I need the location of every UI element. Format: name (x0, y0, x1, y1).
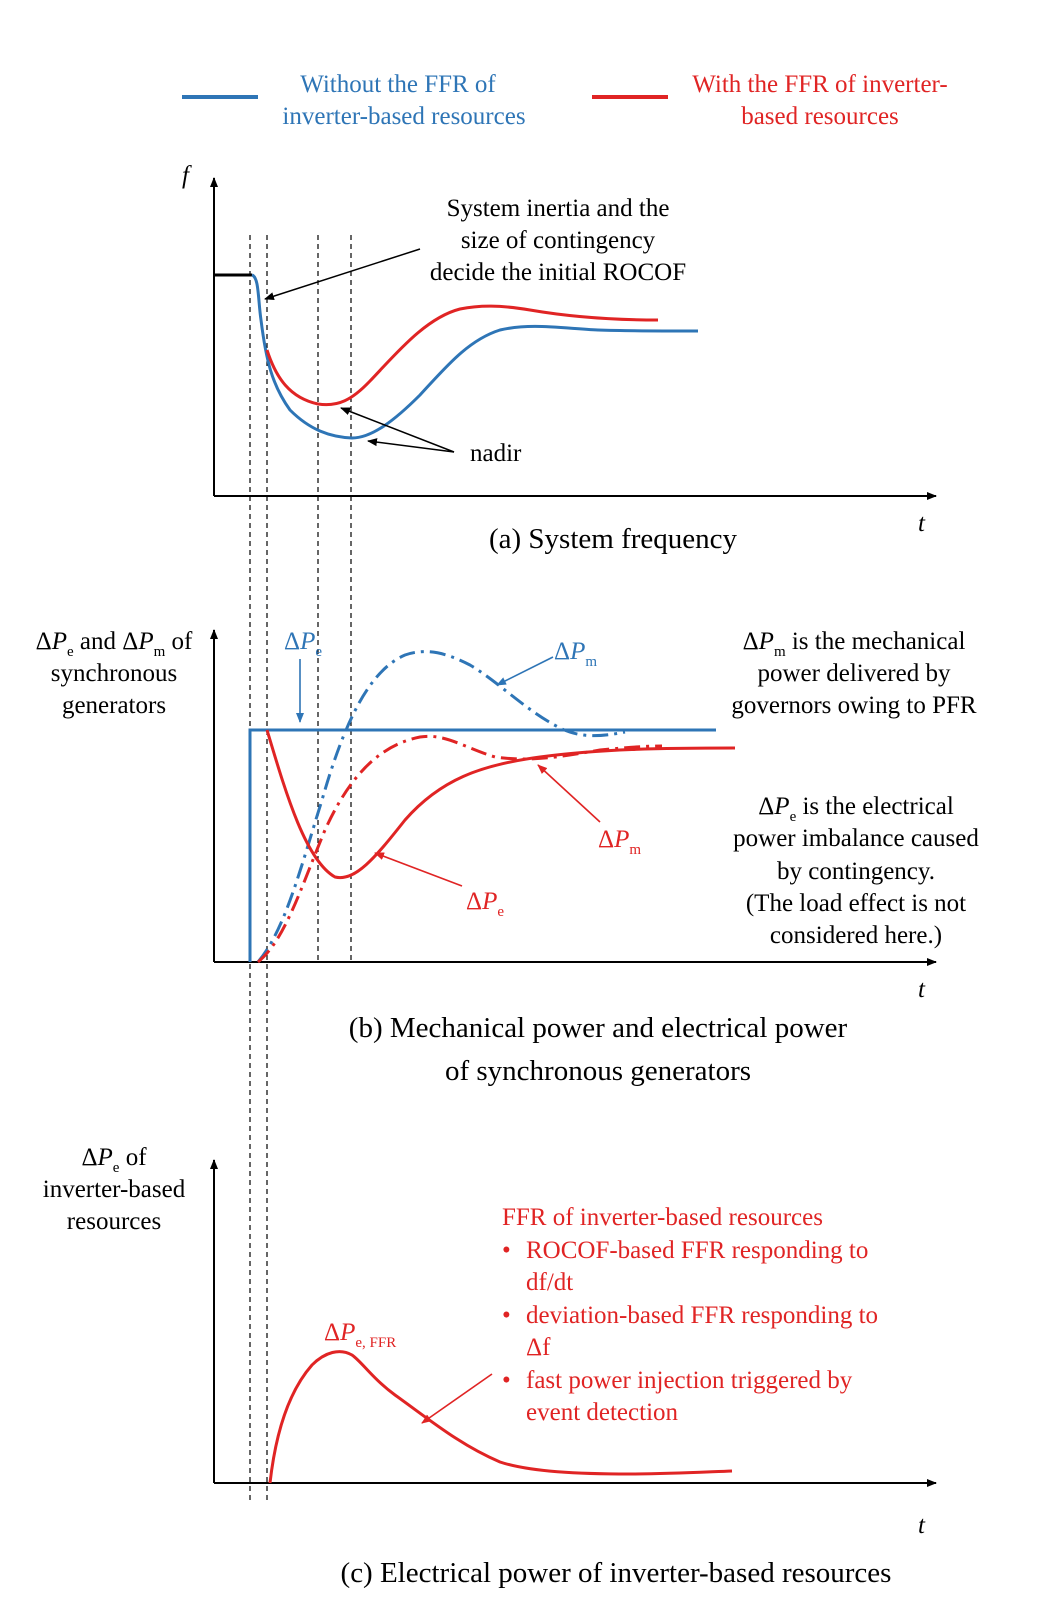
blue-delta-pm-arrow (496, 656, 554, 686)
note-pe-line4: (The load effect is not (746, 890, 966, 917)
note-pe-line1: ΔPe is the electrical (758, 793, 954, 825)
red-delta-pe-label: ΔPe (466, 888, 504, 920)
ffr-bullet-2-line1: deviation-based FFR responding to (526, 1302, 878, 1329)
blue-delta-pe-label: ΔPe (284, 628, 322, 660)
red-delta-pm-label: ΔPm (598, 826, 641, 858)
nadir-arrow-blue (367, 438, 455, 453)
panel-b-caption-line2: of synchronous generators (445, 1055, 751, 1087)
blue-delta-pm-curve (256, 650, 626, 963)
panel-b: t ΔPe and ΔPm of synchronous generators … (36, 628, 980, 1087)
ffr-power-curve (268, 1350, 733, 1484)
panel-a-y-label: f (182, 162, 192, 189)
red-delta-pe-curve (265, 729, 736, 880)
ffr-curve-arrow (421, 1373, 493, 1424)
ffr-curve-label: ΔPe, FFR (324, 1319, 396, 1351)
panel-b-x-label: t (918, 976, 926, 1003)
note-pm-line1: ΔPm is the mechanical (743, 628, 966, 660)
legend: Without the FFR of inverter-based resour… (182, 71, 948, 130)
frequency-curve-without-ffr (251, 273, 699, 440)
panel-a: f t System inertia and the size of conti… (182, 162, 937, 555)
panel-c: t ΔPe of inverter-based resources ΔPe, F… (43, 1144, 937, 1589)
note-pe-line5: considered here.) (770, 922, 942, 949)
ffr-list-title: FFR of inverter-based resources (502, 1204, 823, 1231)
panel-c-y-label-line2: inverter-based (43, 1176, 186, 1203)
rocof-annotation-arrow (264, 248, 421, 301)
legend-red-line2: based resources (741, 103, 899, 130)
note-pm-line2: power delivered by (758, 660, 951, 687)
ffr-bullet-3-mark: • (502, 1367, 511, 1394)
ffr-bullet-1-mark: • (502, 1237, 511, 1264)
note-pm-line3: governors owing to PFR (731, 692, 976, 719)
rocof-annotation-line1: System inertia and the (447, 195, 670, 222)
panel-b-caption-line1: (b) Mechanical power and electrical powe… (349, 1012, 848, 1044)
ffr-bullet-1-line2: df/dt (526, 1269, 573, 1296)
nadir-arrow-red (340, 407, 455, 453)
panel-b-y-label-line3: generators (62, 692, 166, 719)
note-pe-line2: power imbalance caused (733, 825, 979, 852)
blue-delta-pm-label: ΔPm (554, 638, 597, 670)
panel-c-y-label-line1: ΔPe of (81, 1144, 147, 1176)
ffr-bullet-2-line2: Δf (526, 1334, 551, 1361)
note-pe-line3: by contingency. (777, 858, 935, 885)
red-delta-pm-arrow (537, 764, 601, 823)
legend-blue-line1: Without the FFR of (300, 71, 496, 98)
ffr-bullet-3-line2: event detection (526, 1399, 679, 1426)
red-delta-pe-arrow (374, 852, 463, 887)
rocof-annotation-line3: decide the initial ROCOF (430, 259, 686, 286)
ffr-bullet-3-line1: fast power injection triggered by (526, 1367, 853, 1394)
rocof-annotation-line2: size of contingency (461, 227, 656, 254)
panel-c-y-label-line3: resources (67, 1208, 161, 1235)
panel-a-caption: (a) System frequency (489, 523, 738, 555)
panel-b-y-label-line1: ΔPe and ΔPm of (36, 628, 193, 660)
blue-delta-pe-curve (248, 728, 716, 962)
ffr-bullet-2-mark: • (502, 1302, 511, 1329)
legend-blue-line2: inverter-based resources (282, 103, 525, 130)
panel-b-y-label-line2: synchronous (51, 660, 177, 687)
legend-red-line1: With the FFR of inverter- (692, 71, 947, 98)
panel-c-caption: (c) Electrical power of inverter-based r… (341, 1557, 892, 1589)
nadir-label: nadir (470, 440, 522, 467)
panel-c-x-label: t (918, 1512, 926, 1539)
panel-a-x-label: t (918, 510, 926, 537)
ffr-bullet-1-line1: ROCOF-based FFR responding to (526, 1237, 868, 1264)
frequency-curve-with-ffr (265, 304, 659, 407)
